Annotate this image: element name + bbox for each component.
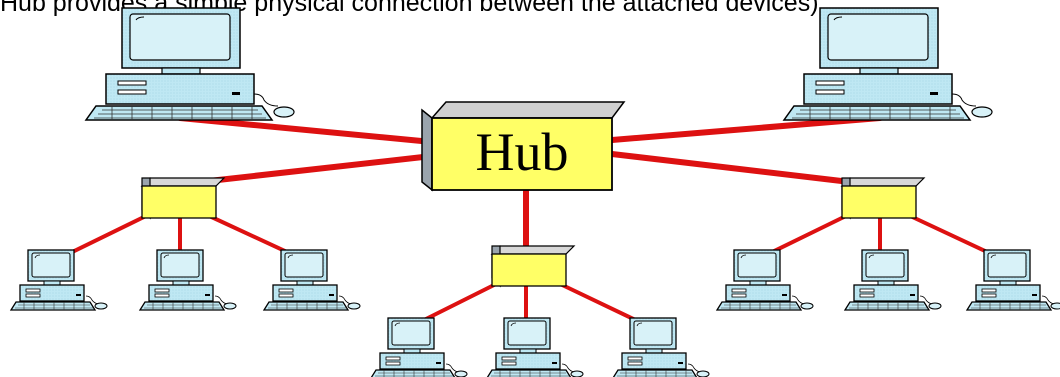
link-hub-right-hub <box>609 151 853 185</box>
network-links <box>177 115 883 251</box>
desktop-computer-icon <box>716 249 814 311</box>
hub-box-icon <box>141 177 225 219</box>
hub-label: Hub <box>476 122 569 182</box>
link-hub-pc-top-left <box>177 115 435 145</box>
desktop-computer-icon <box>85 7 295 121</box>
hub-box-icon <box>841 177 925 219</box>
link-hub-pc-top-right <box>609 115 883 143</box>
link-hub-left-hub <box>197 153 435 185</box>
desktop-computer-icon <box>844 249 942 311</box>
desktop-computer-icon <box>966 249 1060 311</box>
desktop-computer-icon <box>263 249 361 311</box>
desktop-computer-icon <box>10 249 108 311</box>
desktop-computer-icon <box>612 317 710 377</box>
hub-box-icon <box>491 245 575 287</box>
hub-box-icon: Hub <box>421 101 626 192</box>
desktop-computer-icon <box>486 317 584 377</box>
desktop-computer-icon <box>370 317 468 377</box>
desktop-computer-icon <box>783 7 993 121</box>
desktop-computer-icon <box>139 249 237 311</box>
